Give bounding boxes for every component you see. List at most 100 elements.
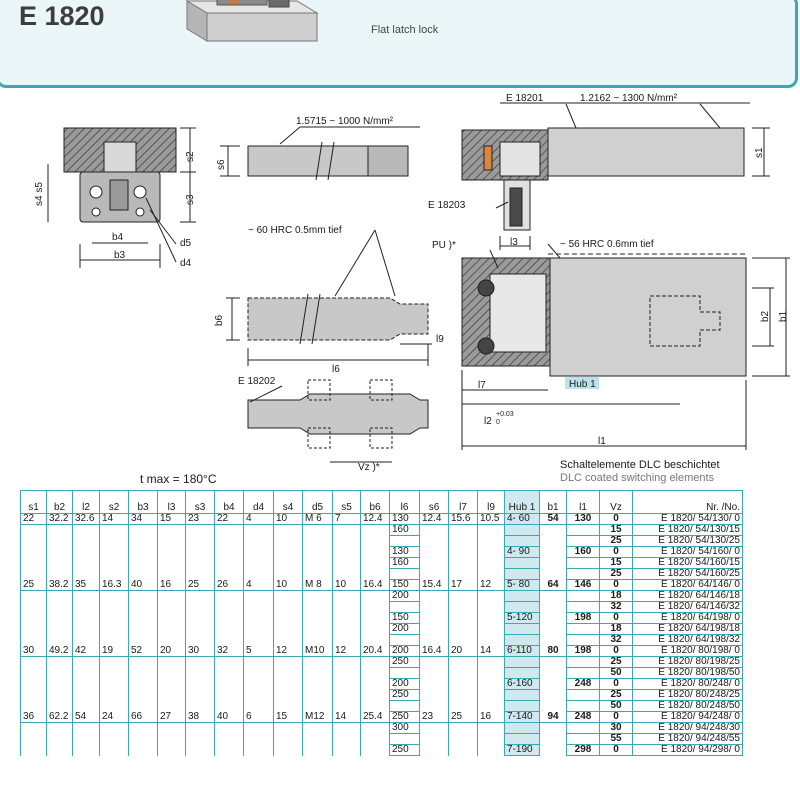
- label-hub: Hub 1: [569, 379, 596, 390]
- cell-b3: [128, 568, 158, 580]
- cell-d5: [302, 568, 333, 580]
- cell-b6: [360, 678, 390, 690]
- cell-s2: [99, 634, 129, 646]
- cell-vz: 0: [599, 612, 633, 624]
- cell-s4: [273, 557, 303, 569]
- cell-s1: [20, 524, 47, 536]
- cell-d4: 4: [243, 579, 274, 591]
- cell-b6: [360, 601, 390, 613]
- cell-s6: [419, 612, 449, 624]
- cell-l6: 300: [389, 722, 420, 734]
- cell-b6: 16.4: [360, 579, 390, 591]
- column-header-l3: l3: [157, 490, 186, 514]
- cell-vz: 18: [599, 623, 633, 635]
- cell-s5: [332, 557, 361, 569]
- column-header-b2: b2: [46, 490, 73, 514]
- cell-b3: [128, 546, 158, 558]
- cell-d5: [302, 744, 333, 756]
- label-b2: b2: [760, 310, 771, 322]
- cell-vz: 0: [599, 711, 633, 723]
- cell-l7: [448, 678, 478, 690]
- cell-b1: [539, 656, 567, 668]
- cell-s6: [419, 689, 449, 701]
- cell-b3: [128, 722, 158, 734]
- column-header-b3: b3: [128, 490, 158, 514]
- cell-s2: [99, 744, 129, 756]
- cell-d4: [243, 733, 274, 745]
- cell-b4: [214, 733, 244, 745]
- cell-b4: 26: [214, 579, 244, 591]
- cell-b4: 40: [214, 711, 244, 723]
- cell-d5: [302, 667, 333, 679]
- cell-s6: [419, 656, 449, 668]
- cell-l7: 20: [448, 645, 478, 657]
- cell-vz: 50: [599, 667, 633, 679]
- cell-b4: [214, 656, 244, 668]
- cell-l1: [566, 634, 600, 646]
- cell-b2: [46, 700, 73, 712]
- label-e18203: E 18203: [428, 200, 466, 211]
- cell-b6: 12.4: [360, 513, 390, 525]
- cell-l6: 250: [389, 711, 420, 723]
- cell-hub: [504, 689, 540, 701]
- cell-l9: [477, 678, 505, 690]
- cell-s5: [332, 546, 361, 558]
- cell-s4: [273, 689, 303, 701]
- cell-l1: 248: [566, 678, 600, 690]
- cell-l6: 200: [389, 678, 420, 690]
- cell-l7: [448, 667, 478, 679]
- cell-l7: [448, 546, 478, 558]
- cell-b1: [539, 601, 567, 613]
- cell-s2: [99, 678, 129, 690]
- cell-l6: 130: [389, 546, 420, 558]
- cell-d5: [302, 733, 333, 745]
- cell-vz: 0: [599, 546, 633, 558]
- cell-l7: [448, 744, 478, 756]
- cell-l3: [157, 656, 186, 668]
- cell-vz: 25: [599, 689, 633, 701]
- column-header-l9: l9: [477, 490, 505, 514]
- cell-l6: 160: [389, 557, 420, 569]
- cell-s1: [20, 612, 47, 624]
- cell-s2: [99, 700, 129, 712]
- cell-b2: [46, 601, 73, 613]
- cell-b3: [128, 623, 158, 635]
- cell-b2: [46, 667, 73, 679]
- label-e18202: E 18202: [238, 376, 276, 387]
- cell-hub: [504, 535, 540, 547]
- cell-vz: 55: [599, 733, 633, 745]
- cell-l7: 25: [448, 711, 478, 723]
- cell-b3: [128, 557, 158, 569]
- cell-nr: E 1820/ 80/248/ 0: [632, 678, 743, 690]
- cell-vz: 18: [599, 590, 633, 602]
- cell-nr: E 1820/ 54/160/15: [632, 557, 743, 569]
- cell-b4: [214, 568, 244, 580]
- cell-d5: [302, 722, 333, 734]
- cell-d5: [302, 557, 333, 569]
- cell-s3: 38: [185, 711, 215, 723]
- cell-l3: [157, 634, 186, 646]
- cell-s1: [20, 678, 47, 690]
- cell-l7: [448, 524, 478, 536]
- cell-s2: [99, 722, 129, 734]
- cell-l6: [389, 700, 420, 712]
- cell-b3: [128, 667, 158, 679]
- cell-l1: [566, 623, 600, 635]
- cell-l7: [448, 623, 478, 635]
- cell-b4: [214, 524, 244, 536]
- cell-s6: [419, 601, 449, 613]
- slide-bar-middle: [247, 297, 429, 341]
- cell-b1: [539, 678, 567, 690]
- cell-d5: [302, 623, 333, 635]
- cell-s3: [185, 689, 215, 701]
- cell-l1: [566, 557, 600, 569]
- cell-d5: M10: [302, 645, 333, 657]
- cell-l3: [157, 689, 186, 701]
- cell-b6: [360, 590, 390, 602]
- cell-d4: [243, 546, 274, 558]
